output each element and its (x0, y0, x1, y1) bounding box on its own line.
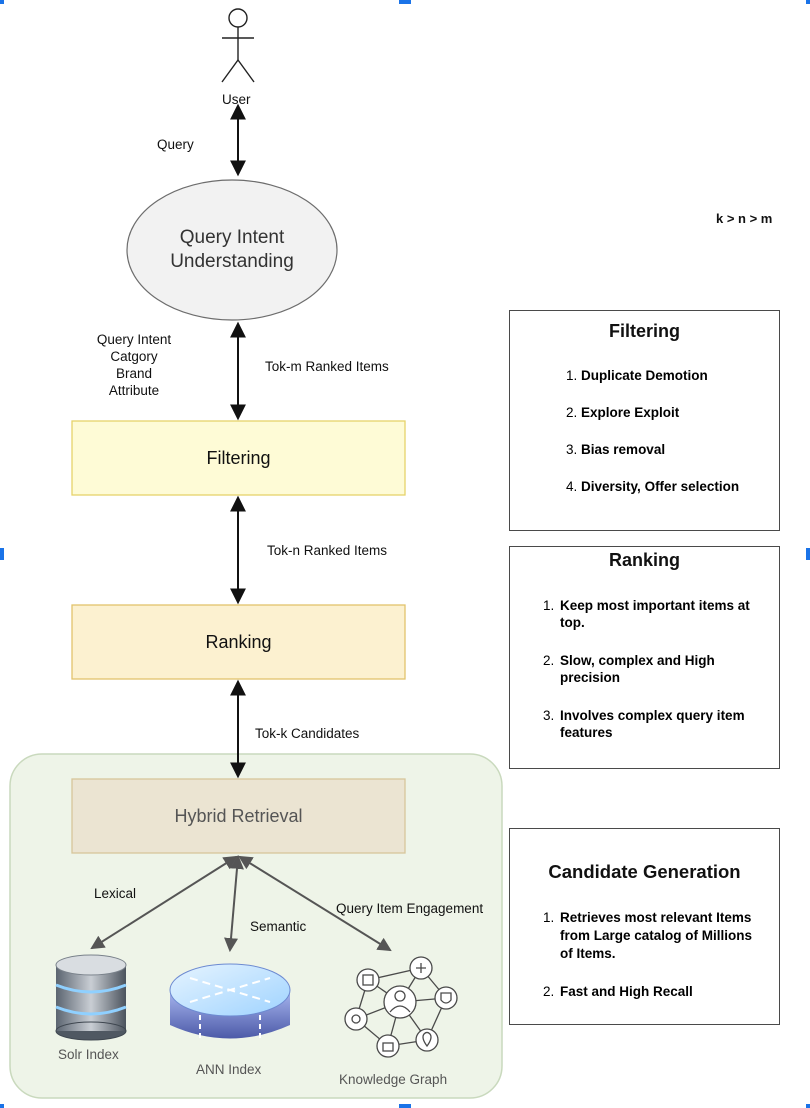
candidate-item-1-line-2: from Large catalog of Millions (560, 928, 753, 943)
filtering-item-2: 2. Explore Exploit (566, 404, 679, 421)
filtering-item-3: 3. Bias removal (566, 441, 665, 458)
candidate-item-1-line-1: Retrieves most relevant Items (560, 910, 752, 925)
ranking-item-2-line-1: Slow, complex and High (560, 653, 715, 668)
candidate-item-1-num: 1. (543, 910, 555, 925)
ranking-item-3: 3. Involves complex query item features (543, 707, 775, 741)
ranking-item-2-num: 2. (543, 653, 555, 668)
filtering-item-2-num: 2. (566, 405, 578, 420)
query-intent-line-1: Query Intent (179, 227, 285, 248)
filtering-item-1: 1. Duplicate Demotion (566, 367, 708, 384)
filtering-panel: Filtering 1. Duplicate Demotion 2. Explo… (509, 310, 780, 531)
candidate-item-1: 1. Retrieves most relevant Items from La… (543, 909, 777, 963)
ann-index-icon (169, 963, 291, 1040)
query-intent-ellipse (126, 179, 338, 321)
solr-index-label: Solr Index (58, 1047, 119, 1062)
query-edge-label: Query (157, 137, 194, 152)
filtering-item-4-text: Diversity, Offer selection (581, 479, 740, 494)
ranking-item-3-text: Involves complex query item features (560, 707, 775, 741)
hybrid-retrieval-box (71, 778, 406, 854)
ranking-item-1-line-1: Keep most important items at (560, 598, 750, 613)
filtering-box (71, 420, 406, 496)
arrow-hybrid-ann (224, 854, 244, 953)
ranking-item-3-num: 3. (543, 708, 555, 723)
ranking-node-label: Ranking (205, 631, 272, 652)
ranking-panel: Ranking 1. Keep most important items at … (509, 546, 780, 769)
edge-mark-mid-right (806, 548, 810, 560)
filtering-panel-title: Filtering (609, 321, 680, 341)
candidate-item-2-line-1: Fast and High Recall (560, 984, 693, 999)
edge-mark-bottom-right (806, 1104, 810, 1108)
knowledge-graph-icon (344, 956, 458, 1058)
tok-m-label: Tok-m Ranked Items (265, 359, 389, 374)
user-label: User (222, 92, 251, 107)
ranking-panel-title: Ranking (608, 550, 680, 570)
tok-n-label: Tok-n Ranked Items (267, 543, 388, 558)
ranking-box (71, 604, 406, 680)
edge-mark-bottom-left (0, 1104, 4, 1108)
solr-database-icon (55, 954, 127, 1041)
edge-mark-top-center (399, 0, 411, 4)
ranking-item-3-line-2: features (560, 725, 613, 740)
filtering-item-2-text: Explore Exploit (581, 405, 680, 420)
edge-mark-top-right (806, 0, 810, 4)
user-stick-figure-icon (221, 8, 255, 83)
candidate-item-2: 2. Fast and High Recall (543, 983, 777, 1001)
filtering-item-4-num: 4. (566, 479, 578, 494)
edge-mark-top-left (0, 0, 4, 4)
inequality-label: k > n > m (716, 211, 773, 226)
ranking-item-1: 1. Keep most important items at top. (543, 597, 775, 631)
candidate-item-1-line-3: of Items. (560, 946, 616, 961)
ranking-item-2: 2. Slow, complex and High precision (543, 652, 775, 686)
filtering-node-label: Filtering (206, 447, 271, 468)
knowledge-graph-label: Knowledge Graph (339, 1072, 448, 1087)
arrow-hybrid-solr (90, 855, 238, 950)
engagement-label: Query Item Engagement (336, 901, 484, 916)
edge-mark-bottom-center (399, 1104, 411, 1108)
lexical-label: Lexical (94, 886, 137, 901)
ranking-item-1-line-2: top. (560, 615, 585, 630)
filtering-item-1-num: 1. (566, 368, 578, 383)
ranking-item-1-num: 1. (543, 598, 555, 613)
candidate-panel-title: Candidate Generation (548, 861, 741, 882)
intent-line-brand: Brand (115, 366, 153, 381)
ranking-item-2-line-2: precision (560, 670, 621, 685)
ann-index-label: ANN Index (196, 1062, 262, 1077)
ranking-item-1-text: Keep most important items at top. (560, 597, 775, 631)
ranking-item-3-line-1: Involves complex query item (560, 708, 745, 723)
candidate-item-2-text: Fast and High Recall (560, 983, 777, 1001)
candidate-item-1-text: Retrieves most relevant Items from Large… (560, 909, 777, 963)
intent-attributes-label: Query Intent Catgory Brand Attribute (74, 331, 194, 399)
ranking-item-2-text: Slow, complex and High precision (560, 652, 775, 686)
intent-line-attribute: Attribute (108, 383, 160, 398)
intent-line-query-intent: Query Intent (96, 332, 172, 347)
candidate-generation-panel: Candidate Generation 1. Retrieves most r… (509, 828, 780, 1025)
candidate-item-2-num: 2. (543, 984, 555, 999)
query-intent-label: Query Intent Understanding (127, 220, 337, 280)
tok-k-label: Tok-k Candidates (255, 726, 360, 741)
edge-mark-mid-left (0, 548, 4, 560)
hybrid-retrieval-label: Hybrid Retrieval (174, 805, 303, 826)
semantic-label: Semantic (250, 919, 307, 934)
filtering-item-3-num: 3. (566, 442, 578, 457)
filtering-item-4: 4. Diversity, Offer selection (566, 478, 739, 495)
filtering-item-1-text: Duplicate Demotion (581, 368, 708, 383)
filtering-item-3-text: Bias removal (581, 442, 666, 457)
query-intent-line-2: Understanding (170, 251, 294, 272)
intent-line-category: Catgory (110, 349, 158, 364)
arrow-hybrid-kg (238, 855, 392, 952)
